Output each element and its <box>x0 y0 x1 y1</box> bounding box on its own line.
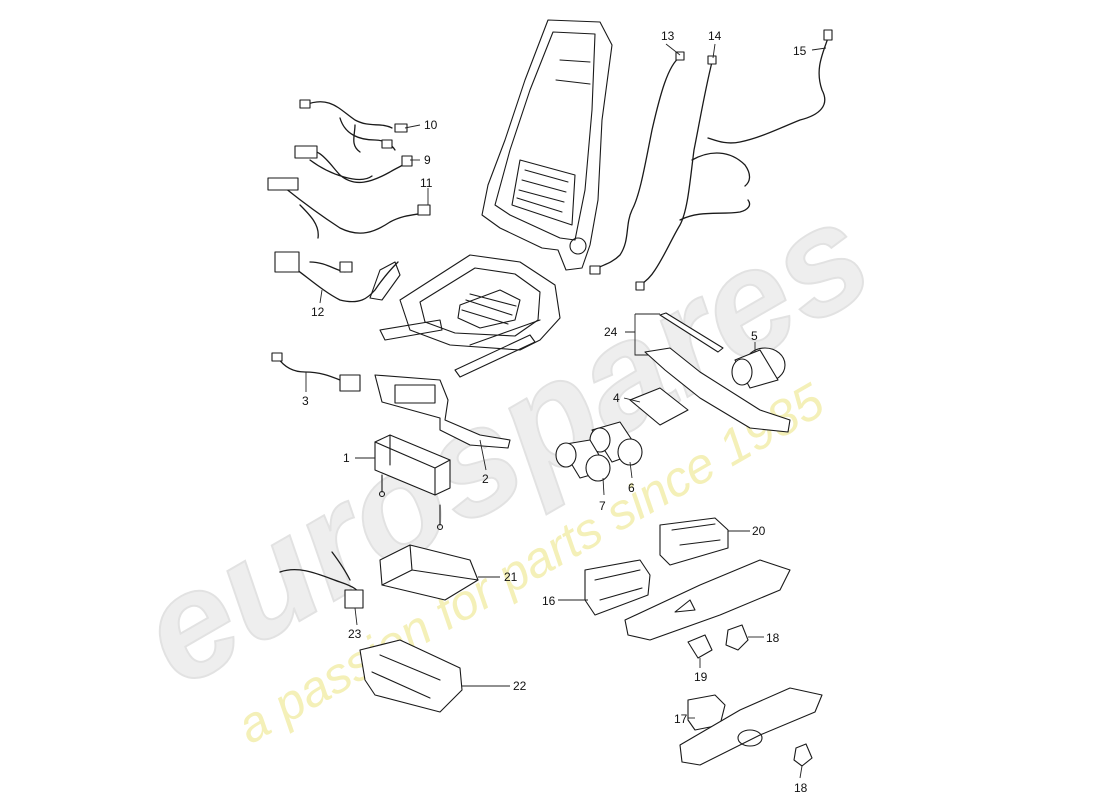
switch-16 <box>584 559 651 616</box>
callout-18-upper: 18 <box>766 631 780 645</box>
harness-3 <box>271 352 361 392</box>
callout-1: 1 <box>343 451 350 465</box>
wiring-harness-9 <box>294 145 413 184</box>
plate-4 <box>629 387 689 426</box>
harness-23 <box>279 551 364 609</box>
cover-18-upper <box>725 624 749 651</box>
callout-10: 10 <box>424 118 438 132</box>
wiring-harness-10 <box>299 99 408 153</box>
cover-19 <box>687 634 713 659</box>
motor-7 <box>555 439 611 482</box>
bracket-22 <box>359 639 463 713</box>
callout-23: 23 <box>348 627 362 641</box>
seat-cushion-frame <box>379 254 561 378</box>
callout-6: 6 <box>628 481 635 495</box>
callout-3: 3 <box>302 394 309 408</box>
callout-14: 14 <box>708 29 722 43</box>
callout-12: 12 <box>311 305 325 319</box>
callout-5: 5 <box>751 329 758 343</box>
callout-21: 21 <box>504 570 518 584</box>
callout-18-lower: 18 <box>794 781 808 795</box>
callout-15: 15 <box>793 44 807 58</box>
adjust-rod-24 <box>644 312 791 433</box>
callout-20: 20 <box>752 524 766 538</box>
callout-16: 16 <box>542 594 556 608</box>
callout-13: 13 <box>661 29 675 43</box>
callout-17: 17 <box>674 712 688 726</box>
wiring-harness-15 <box>707 29 833 144</box>
callout-22: 22 <box>513 679 527 693</box>
wiring-harness-14 <box>635 55 751 291</box>
switch-20 <box>659 517 729 566</box>
callout-24: 24 <box>604 325 618 339</box>
seat-backrest-frame <box>481 19 613 271</box>
leader-lines <box>305 43 827 779</box>
control-unit-1 <box>374 434 451 531</box>
module-21 <box>379 544 479 601</box>
bracket-2 <box>374 374 511 449</box>
callout-4: 4 <box>613 391 620 405</box>
watermark: eurospares a passion for parts since 198… <box>111 167 897 755</box>
callout-9: 9 <box>424 153 431 167</box>
side-trim-upper <box>624 559 791 641</box>
motor-5 <box>731 347 786 389</box>
wiring-harness-12 <box>274 251 401 303</box>
callout-7: 7 <box>599 499 606 513</box>
callout-19: 19 <box>694 670 708 684</box>
callout-labels: 1 2 3 4 5 6 7 9 10 11 12 13 14 15 16 17 … <box>302 29 808 795</box>
side-trim-lower <box>679 687 823 766</box>
cover-18-lower <box>793 743 813 767</box>
callout-2: 2 <box>482 472 489 486</box>
wiring-harness-11 <box>267 177 431 239</box>
callout-11: 11 <box>420 176 433 190</box>
wiring-harness-13 <box>589 51 685 275</box>
